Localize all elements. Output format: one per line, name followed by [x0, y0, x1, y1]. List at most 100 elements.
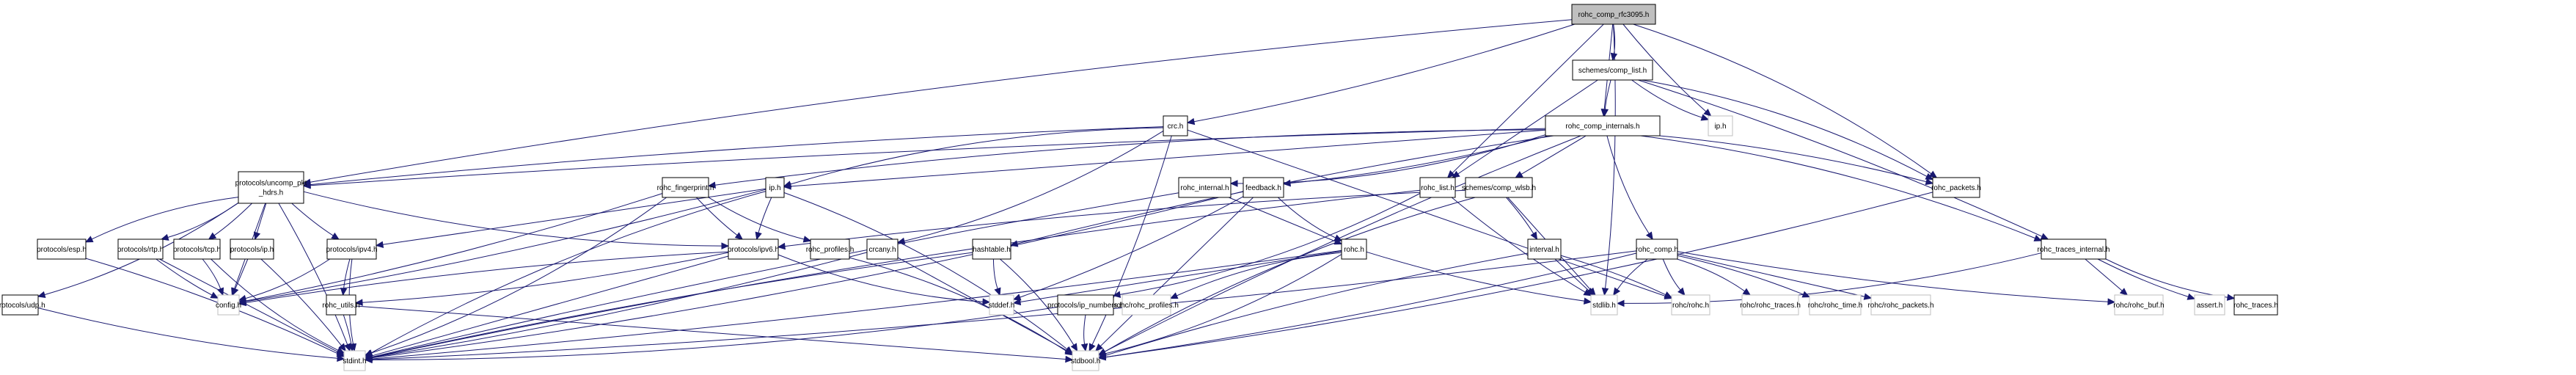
edge-line — [783, 192, 1068, 350]
edge-line — [371, 191, 1244, 359]
node-label: rohc_profiles.h — [806, 246, 855, 254]
node-esp[interactable]: protocols/esp.h — [37, 239, 87, 260]
edge-line — [371, 250, 1637, 360]
node-rohc-utils[interactable]: rohc_utils.h — [322, 294, 360, 316]
node-comp-wlsb[interactable]: schemes/comp_wlsb.h — [1462, 177, 1536, 198]
node-box — [1465, 177, 1533, 198]
arrowhead-icon — [238, 294, 247, 302]
edge-line — [1677, 255, 1804, 295]
edge-line — [371, 197, 667, 354]
node-box — [1636, 239, 1678, 260]
node-feedback[interactable]: feedback.h — [1243, 177, 1284, 198]
node-label: crc.h — [1168, 123, 1184, 131]
node-rtp[interactable]: protocols/rtp.h — [117, 239, 164, 260]
edge-line — [714, 129, 1546, 186]
edge-rohc_utils-to-stdint — [343, 314, 355, 352]
arrowhead-icon — [783, 183, 791, 190]
node-config: config.h — [216, 294, 241, 316]
edge-line — [1560, 255, 1666, 296]
edge-rohc_comp_internals-to-uncomp_pkt_hdrs — [302, 128, 1546, 189]
edge-line — [310, 128, 1546, 186]
arrowhead-icon — [755, 231, 762, 241]
node-box — [217, 294, 240, 316]
node-label: rohc_traces_internal.h — [2038, 246, 2110, 254]
node-rohc-list[interactable]: rohc_list.h — [1419, 177, 1456, 198]
node-rohc-comp-internals[interactable]: rohc_comp_internals.h — [1545, 115, 1661, 136]
node-label: protocols/udp.h — [0, 302, 45, 310]
node-label: rohc_traces.h — [2233, 302, 2278, 310]
edge-line — [37, 307, 338, 359]
node-ipv4[interactable]: protocols/ipv4.h — [326, 239, 378, 260]
edge-line — [1521, 135, 1587, 175]
node-label: feedback.h — [1245, 184, 1281, 192]
node-crcany[interactable]: crcany.h — [866, 239, 899, 260]
node-hashtable[interactable]: hashtable.h — [972, 239, 1011, 260]
arrowhead-icon — [1080, 343, 1088, 352]
node-rohc-profiles[interactable]: rohc_profiles.h — [806, 239, 855, 260]
node-box — [1, 294, 39, 316]
node-ip-numbers[interactable]: protocols/ip_numbers.h — [1047, 294, 1124, 316]
arrowhead-icon — [338, 343, 346, 352]
arrowhead-icon — [1282, 179, 1291, 187]
node-label: stdint.h — [343, 357, 366, 365]
node-box — [972, 239, 1011, 260]
arrowhead-icon — [721, 242, 730, 250]
node-rohc-traces-internal[interactable]: rohc_traces_internal.h — [2038, 239, 2110, 260]
edge-rohc-to-rohc_rohc_profiles — [1169, 252, 1342, 299]
node-rohc-comp[interactable]: rohc_comp.h — [1636, 239, 1678, 260]
arrowhead-icon — [2119, 288, 2129, 296]
node-box — [1163, 115, 1188, 136]
node-comp-list[interactable]: schemes/comp_list.h — [1572, 59, 1653, 81]
arrowhead-icon — [1863, 293, 1873, 300]
edge-crc-to-ip — [783, 127, 1164, 188]
edge-line — [897, 257, 1067, 351]
arrowhead-icon — [994, 287, 1001, 296]
edge-line — [371, 306, 1058, 360]
edge-pip-to-config — [232, 258, 249, 296]
node-rohc[interactable]: rohc.h — [1341, 239, 1367, 260]
node-rohc-fingerprint[interactable]: rohc_fingerprint.h — [657, 177, 714, 198]
node-box — [173, 239, 221, 260]
edge-line — [260, 258, 342, 346]
arrowhead-icon — [1229, 180, 1238, 187]
edge-line — [382, 188, 766, 245]
edge-line — [343, 314, 352, 345]
edge-line — [1617, 258, 1648, 290]
edge-udp-to-stdint — [37, 307, 345, 363]
arrowhead-icon — [1169, 292, 1179, 299]
node-pip[interactable]: protocols/ip.h — [230, 239, 274, 260]
node-rohc-comp-rfc3095[interactable]: rohc_comp_rfc3095.h — [1571, 4, 1656, 25]
node-rohc-internal[interactable]: rohc_internal.h — [1178, 177, 1232, 198]
edge-rohc_comp_internals-to-stdbool — [1097, 135, 1581, 355]
edge-rohc_comp-to-stdlib — [1613, 258, 1648, 296]
node-tcp[interactable]: protocols/tcp.h — [173, 239, 221, 260]
node-udp[interactable]: protocols/udp.h — [0, 294, 45, 316]
node-label: rohc_internal.h — [1180, 184, 1229, 192]
node-box — [2114, 294, 2164, 316]
edge-line — [291, 203, 334, 236]
node-box — [1545, 115, 1661, 136]
node-interval[interactable]: interval.h — [1527, 239, 1562, 260]
node-label: rohc/rohc_buf.h — [2113, 302, 2165, 310]
edge-hashtable-to-stddef — [992, 258, 1001, 296]
node-ip[interactable]: ip.h — [765, 177, 785, 198]
node-rohc-traces[interactable]: rohc_traces.h — [2233, 294, 2278, 316]
arrowhead-icon — [1097, 353, 1107, 361]
edge-rohc_comp_rfc3095-to-uncomp_pkt_hdrs — [302, 19, 1573, 186]
edge-rohc_comp_internals-to-rohc_traces_internal — [1640, 135, 2043, 241]
arrowhead-icon — [707, 181, 716, 189]
node-box — [2041, 239, 2107, 260]
node-label: rohc/rohc.h — [1672, 302, 1709, 310]
edge-line — [2097, 258, 2189, 297]
node-ipv6[interactable]: protocols/ipv6.h — [728, 239, 779, 260]
edge-rohc_fingerprint-to-ipv6 — [696, 197, 744, 240]
node-label: rohc_list.h — [1421, 184, 1455, 192]
edge-comp_list-to-ip_sys — [1631, 79, 1710, 121]
node-box — [1178, 177, 1232, 198]
node-uncomp-pkt-hdrs[interactable]: protocols/uncomp_pkt_hdrs.h — [235, 171, 307, 204]
node-rohc-packets[interactable]: rohc_packets.h — [1931, 177, 1981, 198]
arrowhead-icon — [777, 242, 786, 250]
node-crc[interactable]: crc.h — [1163, 115, 1188, 136]
node-ip-sys: ip.h — [1708, 115, 1733, 136]
edge-line — [245, 258, 330, 299]
